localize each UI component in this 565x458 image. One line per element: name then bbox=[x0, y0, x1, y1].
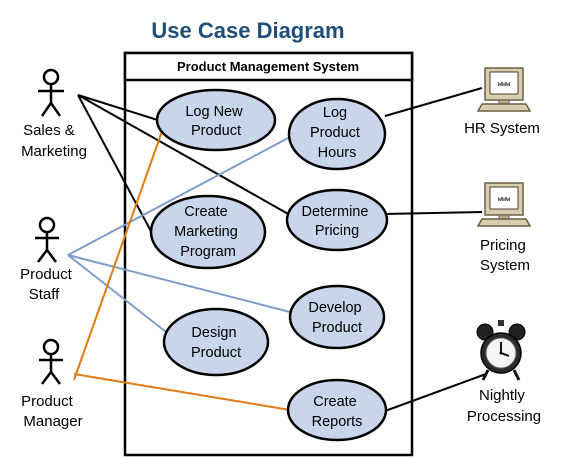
actor-nightly-processing: Nightly Processing bbox=[467, 320, 541, 425]
use-case-ellipse bbox=[285, 188, 389, 252]
use-case-label: Log New Product bbox=[185, 104, 246, 139]
actor-label: HR System bbox=[464, 120, 540, 137]
assoc-staff-log-hours bbox=[67, 136, 291, 256]
computer-icon: www bbox=[476, 67, 532, 112]
system-header bbox=[123, 51, 414, 82]
system-title: Product Management System bbox=[177, 59, 359, 74]
assoc-staff-design-product bbox=[67, 254, 167, 333]
use-case-ellipse bbox=[149, 194, 267, 270]
assoc-pricing-determine-pricing bbox=[383, 211, 483, 215]
use-case-log-product-hours: Log Product Hours bbox=[287, 97, 387, 171]
actor-label: Pricing System bbox=[480, 237, 530, 274]
use-case-label: Develop Product bbox=[308, 300, 365, 336]
actor-product-manager: Product Manager bbox=[21, 338, 83, 430]
use-case-ellipse bbox=[286, 378, 388, 442]
actor-label: Product Manager bbox=[21, 393, 83, 430]
alarm-clock-icon bbox=[476, 320, 526, 381]
stick-figure-icon bbox=[38, 68, 64, 117]
assoc-manager-log-new-product bbox=[73, 119, 167, 381]
use-case-label: Log Product Hours bbox=[310, 105, 364, 161]
actor-pricing-system: www Pricing System bbox=[476, 182, 532, 274]
use-case-ellipse bbox=[288, 284, 386, 350]
diagram-title: Use Case Diagram bbox=[151, 18, 344, 43]
screen-text: www bbox=[498, 196, 511, 204]
use-case-label: Create Reports bbox=[312, 394, 363, 430]
use-case-create-reports: Create Reports bbox=[286, 378, 388, 442]
use-case-ellipse bbox=[155, 88, 277, 152]
use-case-develop-product: Develop Product bbox=[288, 284, 386, 350]
actor-sales-marketing: Sales & Marketing bbox=[21, 68, 87, 160]
assoc-sales-determine-pricing bbox=[77, 94, 291, 216]
assoc-staff-develop-product bbox=[67, 254, 291, 313]
use-case-design-product: Design Product bbox=[162, 307, 270, 377]
stick-figure-icon bbox=[39, 338, 63, 385]
assoc-nightly-create-reports bbox=[384, 373, 487, 412]
assoc-hr-log-hours bbox=[384, 87, 483, 117]
actor-label: Product Staff bbox=[20, 266, 76, 303]
stick-figure-icon bbox=[35, 216, 59, 263]
assoc-sales-log-new-product bbox=[77, 94, 165, 123]
use-case-create-marketing-program: Create Marketing Program bbox=[149, 194, 267, 270]
computer-icon: www bbox=[476, 182, 532, 227]
actor-label: Nightly Processing bbox=[467, 387, 541, 425]
use-case-label: Design Product bbox=[191, 325, 241, 361]
actor-label: Sales & Marketing bbox=[21, 122, 87, 160]
actor-product-staff: Product Staff bbox=[20, 216, 76, 303]
associations bbox=[67, 87, 487, 412]
use-case-log-new-product: Log New Product bbox=[155, 88, 277, 152]
assoc-manager-create-reports bbox=[73, 373, 291, 411]
actor-hr-system: www HR System bbox=[464, 67, 540, 137]
use-case-label: Create Marketing Program bbox=[174, 204, 242, 260]
use-case-ellipse bbox=[287, 97, 387, 171]
screen-text: www bbox=[498, 81, 511, 89]
use-case-ellipse bbox=[162, 307, 270, 377]
use-case-label: Determine Pricing bbox=[302, 204, 373, 239]
use-case-determine-pricing: Determine Pricing bbox=[285, 188, 389, 252]
assoc-sales-create-marketing bbox=[77, 94, 154, 236]
system-boundary: Product Management System bbox=[123, 51, 414, 457]
